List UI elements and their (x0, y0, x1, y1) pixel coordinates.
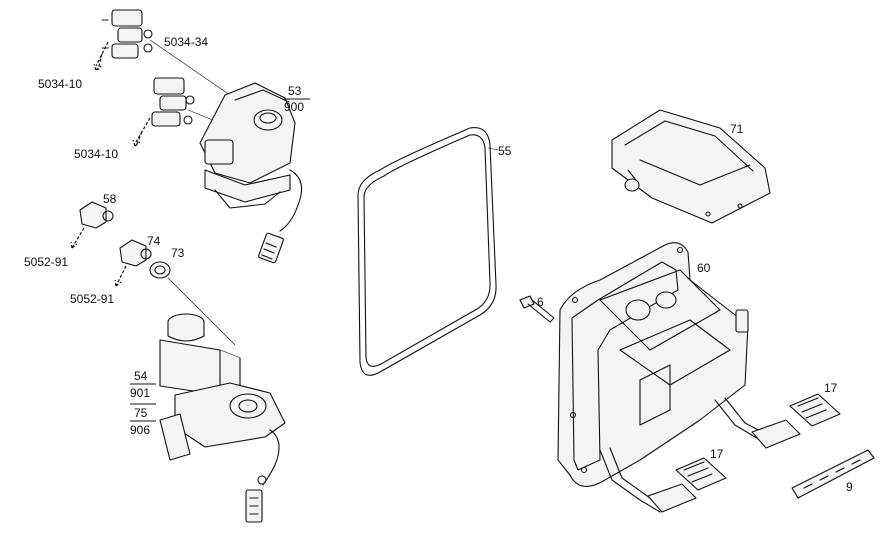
callout-9: 9 (846, 480, 853, 494)
leader-line (167, 277, 236, 346)
gasket-55 (357, 127, 497, 376)
callout-5052-91-lower: 5052-91 (70, 292, 114, 306)
callout-17-right: 17 (824, 381, 838, 395)
pedal-pad-17-left (675, 457, 727, 491)
cover-71 (611, 109, 771, 224)
direction-arrow (93, 41, 109, 71)
callout-6: 6 (537, 295, 544, 309)
callout-58: 58 (103, 192, 117, 206)
elbow-fitting-74 (119, 239, 152, 267)
elbow-fitting-58 (79, 201, 114, 229)
leader-line (487, 147, 499, 151)
callout-71: 71 (730, 122, 744, 136)
callout-60: 60 (697, 261, 711, 275)
bolt-6 (519, 295, 555, 323)
callout-900: 900 (284, 100, 304, 114)
callout-53: 53 (288, 84, 302, 98)
callout-5034-34: 5034-34 (164, 35, 208, 49)
pedal-box-60 (557, 242, 801, 513)
callout-5034-10-upper: 5034-10 (38, 77, 82, 91)
callout-74: 74 (147, 234, 161, 248)
callout-901: 901 (130, 386, 150, 400)
direction-arrow (132, 117, 151, 147)
fitting-block-upper (101, 9, 153, 59)
callout-73: 73 (171, 246, 185, 260)
fitting-block-lower (151, 77, 195, 127)
callout-17-left: 17 (710, 447, 724, 461)
direction-arrow (70, 227, 85, 249)
reservoir-actuator (159, 313, 286, 523)
callout-5034-10-lower: 5034-10 (74, 147, 118, 161)
nut-73 (149, 261, 171, 279)
trim-strip-9 (791, 449, 875, 499)
callout-75: 75 (134, 406, 148, 420)
callout-906: 906 (130, 423, 150, 437)
direction-arrow (114, 265, 127, 287)
valve-unit (199, 82, 303, 264)
pedal-pad-17-right (789, 393, 841, 427)
callout-54: 54 (134, 369, 148, 383)
callout-5052-91-upper: 5052-91 (24, 255, 68, 269)
callout-55: 55 (498, 144, 512, 158)
